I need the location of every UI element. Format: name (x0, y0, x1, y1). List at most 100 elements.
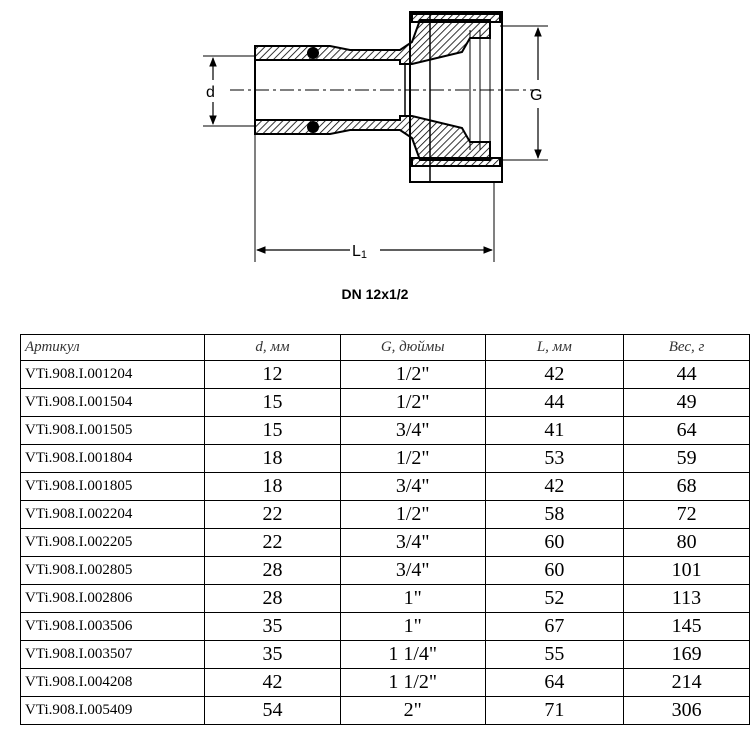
cell-weight: 64 (623, 416, 750, 445)
cell-g: 1" (339, 612, 486, 641)
fitting-drawing: d G L1 (0, 0, 750, 300)
table-header-row: Артикул d, мм G, дюймы L, мм Вес, г (19, 334, 750, 361)
cell-weight: 49 (623, 388, 750, 417)
cell-article: VTi.908.I.001505 (19, 416, 206, 445)
cell-l: 52 (484, 584, 625, 613)
cell-g: 2" (339, 696, 486, 725)
fitting-top-section (254, 13, 501, 65)
cell-weight: 72 (623, 500, 750, 529)
cell-l: 55 (484, 640, 625, 669)
cell-l: 41 (484, 416, 625, 445)
cell-article: VTi.908.I.001805 (19, 472, 206, 501)
cell-l: 42 (484, 360, 625, 389)
cell-weight: 101 (623, 556, 750, 585)
cell-g: 3/4" (339, 416, 486, 445)
cell-article: VTi.908.I.002805 (19, 556, 206, 585)
cell-g: 1/2" (339, 388, 486, 417)
cell-article: VTi.908.I.004208 (19, 668, 206, 697)
cell-d: 18 (204, 472, 341, 501)
nut-outline (409, 11, 503, 183)
cell-weight: 306 (623, 696, 750, 725)
dimension-d: d (203, 55, 255, 127)
cell-d: 22 (204, 500, 341, 529)
cell-l: 53 (484, 444, 625, 473)
cell-d: 28 (204, 556, 341, 585)
dimension-g: G (500, 25, 548, 161)
cell-article: VTi.908.I.001204 (19, 360, 206, 389)
header-d: d, мм (204, 334, 341, 361)
cell-d: 42 (204, 668, 341, 697)
cell-article: VTi.908.I.002806 (19, 584, 206, 613)
cell-l: 44 (484, 388, 625, 417)
cell-d: 12 (204, 360, 341, 389)
cell-l: 60 (484, 528, 625, 557)
cell-d: 35 (204, 612, 341, 641)
cell-article: VTi.908.I.003506 (19, 612, 206, 641)
cell-g: 3/4" (339, 556, 486, 585)
cell-weight: 169 (623, 640, 750, 669)
cell-g: 3/4" (339, 528, 486, 557)
o-ring-top-icon (307, 47, 319, 59)
cell-l: 64 (484, 668, 625, 697)
cell-l: 60 (484, 556, 625, 585)
cell-d: 54 (204, 696, 341, 725)
cell-l: 67 (484, 612, 625, 641)
cell-d: 15 (204, 388, 341, 417)
o-ring-bottom-icon (307, 121, 319, 133)
cell-l: 42 (484, 472, 625, 501)
cell-d: 15 (204, 416, 341, 445)
cell-weight: 68 (623, 472, 750, 501)
cell-l: 58 (484, 500, 625, 529)
cell-article: VTi.908.I.001504 (19, 388, 206, 417)
cell-g: 1 1/4" (339, 640, 486, 669)
dimension-l1: L1 (254, 134, 495, 262)
spec-table: Артикул d, мм G, дюймы L, мм Вес, г VTi.… (19, 334, 750, 725)
cell-article: VTi.908.I.002205 (19, 528, 206, 557)
cell-weight: 44 (623, 360, 750, 389)
cell-d: 18 (204, 444, 341, 473)
cell-weight: 145 (623, 612, 750, 641)
header-article: Артикул (19, 334, 206, 361)
header-g: G, дюймы (339, 334, 486, 361)
drawing-caption: DN 12x1/2 (341, 286, 409, 302)
cell-g: 1/2" (339, 500, 486, 529)
cell-weight: 80 (623, 528, 750, 557)
cell-d: 28 (204, 584, 341, 613)
header-l: L, мм (484, 334, 625, 361)
cell-article: VTi.908.I.002204 (19, 500, 206, 529)
cell-weight: 113 (623, 584, 750, 613)
dim-g-label: G (530, 87, 542, 104)
cell-weight: 59 (623, 444, 750, 473)
cell-g: 3/4" (339, 472, 486, 501)
cell-g: 1/2" (339, 444, 486, 473)
cell-g: 1/2" (339, 360, 486, 389)
cell-article: VTi.908.I.005409 (19, 696, 206, 725)
cell-weight: 214 (623, 668, 750, 697)
dim-d-label: d (206, 84, 215, 101)
header-weight: Вес, г (623, 334, 750, 361)
cell-article: VTi.908.I.003507 (19, 640, 206, 669)
cell-l: 71 (484, 696, 625, 725)
cell-g: 1" (339, 584, 486, 613)
dim-l1-label: L1 (352, 243, 367, 261)
cell-article: VTi.908.I.001804 (19, 444, 206, 473)
cell-d: 35 (204, 640, 341, 669)
fitting-bottom-section (254, 115, 501, 167)
fitting-drawing-svg: d G L1 (203, 11, 548, 262)
cell-g: 1 1/2" (339, 668, 486, 697)
cell-d: 22 (204, 528, 341, 557)
